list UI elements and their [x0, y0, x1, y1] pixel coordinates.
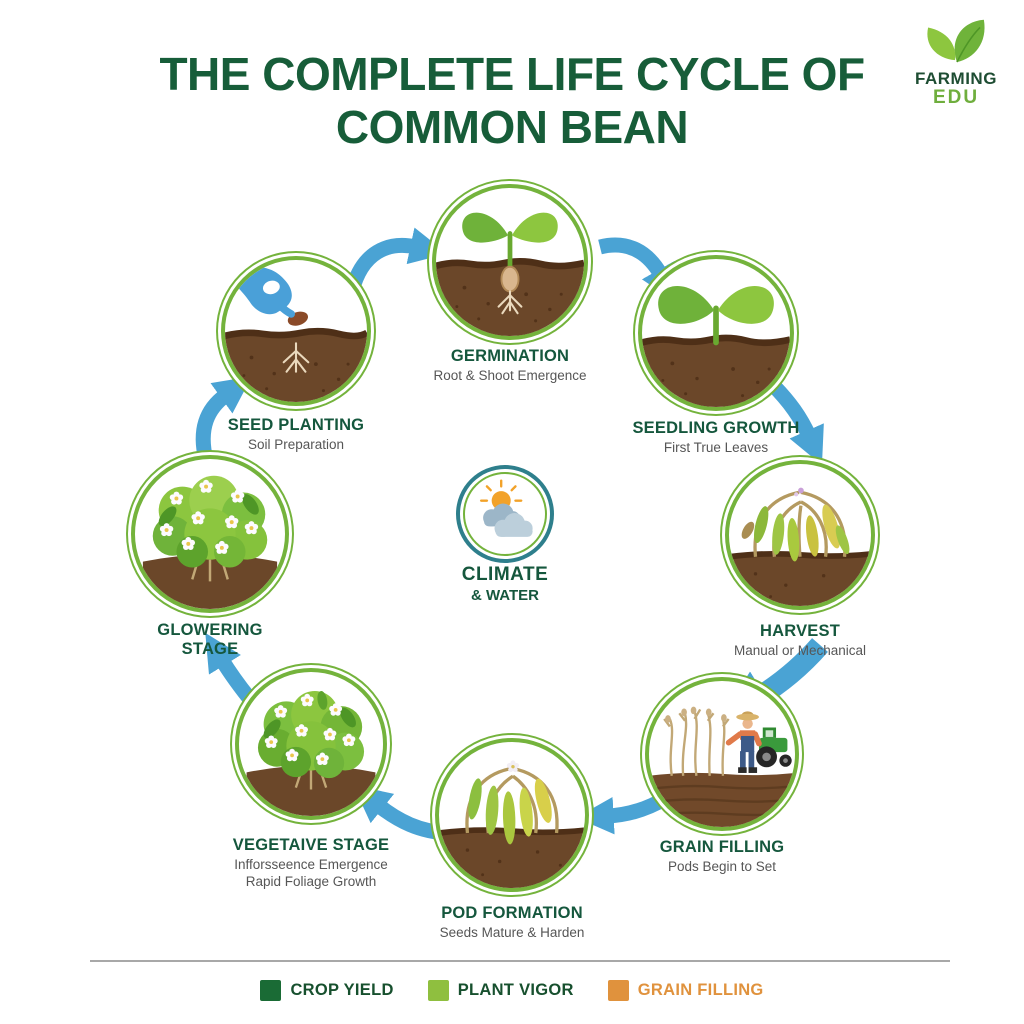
stage-subtitle: Infforsseence Emergence — [234, 856, 388, 872]
arrow-glowering-to-seed-planting — [195, 376, 252, 462]
page-title-line2: COMMON BEAN — [335, 101, 689, 154]
farmer-with-tractor-icon — [649, 706, 795, 827]
leaf-logo-icon — [927, 19, 985, 63]
stage-name: GERMINATION — [450, 347, 570, 365]
plant-vigor-swatch — [427, 980, 449, 1001]
stage-name: SEEDLING GROWTH — [632, 419, 800, 437]
stage-name: HARVEST — [760, 622, 840, 640]
hub-circle — [463, 472, 547, 556]
stage-seedling-growth: SEEDLING GROWTH First True Leaves — [632, 255, 799, 455]
stage-subtitle: Root & Shoot Emergence — [433, 367, 587, 383]
mature-bean-plant-with-pods-icon — [729, 487, 871, 606]
stage-name: GRAIN FILLING — [659, 838, 785, 856]
stage-name-line2: STAGE — [181, 639, 239, 658]
stage-circle — [131, 455, 289, 613]
legend-item-crop-yield: CROP YIELD — [260, 980, 393, 1001]
plant-with-long-pods-icon — [439, 760, 585, 888]
young-seedling-icon — [642, 285, 790, 407]
sprouting-seed-icon — [436, 212, 584, 336]
logo-suffix: EDU — [932, 87, 980, 108]
arrow-seedling-to-harvest — [765, 377, 824, 466]
arrow-germination-to-seedling — [598, 237, 677, 303]
legend-label: GRAIN FILLING — [637, 981, 764, 999]
stage-name: VEGETAIVE STAGE — [232, 836, 390, 854]
crop-yield-swatch — [260, 980, 282, 1001]
stage-circle — [221, 256, 371, 406]
hand-planting-seed-icon — [225, 266, 367, 402]
grain-filling-swatch — [607, 980, 629, 1001]
logo-name: FARMING — [915, 69, 997, 88]
stage-grain-filling: GRAIN FILLING Pods Begin to Set — [645, 677, 799, 874]
sun-and-clouds-icon — [480, 479, 533, 537]
stage-circle — [645, 677, 799, 831]
stage-glowering: GLOWERING STAGE — [131, 455, 289, 658]
farming-edu-logo: FARMING EDU — [900, 14, 1012, 109]
hub-subtitle: & WATER — [470, 587, 540, 604]
hub-title: CLIMATE — [461, 564, 549, 585]
stage-name: GLOWERING — [157, 621, 263, 639]
stage-name: SEED PLANTING — [227, 416, 365, 434]
stage-germination: GERMINATION Root & Shoot Emergence — [432, 184, 588, 383]
footer-divider — [90, 960, 950, 962]
stage-subtitle: Seeds Mature & Harden — [439, 924, 585, 940]
stage-circle — [638, 255, 794, 411]
stage-subtitle-2: Rapid Foliage Growth — [245, 873, 377, 889]
climate-water-hub: CLIMATE & WATER — [462, 472, 548, 604]
flowering-bush-icon — [142, 475, 278, 609]
stage-circle — [435, 738, 589, 892]
stage-circle — [235, 668, 387, 820]
stage-circle — [432, 184, 588, 340]
stage-harvest: HARVEST Manual or Mechanical — [725, 460, 875, 658]
stage-subtitle: Pods Begin to Set — [667, 858, 777, 874]
stage-circle — [725, 460, 875, 610]
stage-vegetative: VEGETAIVE STAGE Infforsseence Emergence … — [233, 668, 389, 889]
arrow-seed-planting-to-germination — [344, 227, 448, 294]
legend-item-plant-vigor: PLANT VIGOR — [427, 980, 574, 1001]
stage-name: POD FORMATION — [441, 904, 583, 922]
legend: CROP YIELD PLANT VIGOR GRAIN FILLING — [0, 980, 1024, 1001]
page-title-line1: THE COMPLETE LIFE CYCLE OF — [159, 48, 865, 100]
flowering-bush-icon — [246, 690, 376, 816]
legend-item-grain-filling: GRAIN FILLING — [607, 980, 764, 1001]
legend-label: CROP YIELD — [290, 981, 394, 999]
legend-label: PLANT VIGOR — [457, 981, 574, 999]
stage-subtitle: Soil Preparation — [247, 436, 345, 452]
stage-subtitle: First True Leaves — [663, 439, 769, 455]
stage-seed-planting: SEED PLANTING Soil Preparation — [221, 256, 371, 452]
page-title: THE COMPLETE LIFE CYCLE OF COMMON BEAN — [0, 48, 1024, 155]
stage-subtitle: Manual or Mechanical — [733, 642, 867, 658]
stage-pod-formation: POD FORMATION Seeds Mature & Harden — [435, 738, 589, 940]
